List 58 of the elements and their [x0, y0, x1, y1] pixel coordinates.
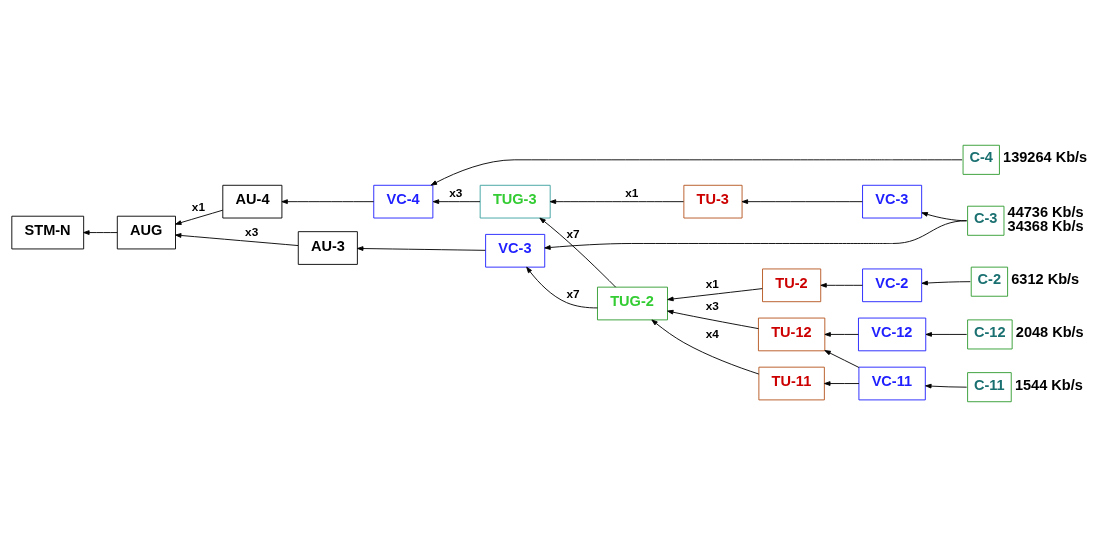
- arrow: [824, 350, 860, 368]
- arrow: [357, 246, 486, 251]
- node-box: C-2: [970, 266, 1009, 297]
- arrow: [430, 159, 963, 186]
- arrow: [925, 332, 968, 337]
- node-box: STM-N: [11, 215, 85, 250]
- arrow: [83, 230, 118, 235]
- node-box: VC-4: [373, 184, 434, 219]
- arrow: [432, 199, 481, 205]
- edge-label: x3: [705, 299, 719, 314]
- node-box: C-4: [962, 144, 1000, 175]
- edge-label: x3: [449, 186, 463, 201]
- arrow: [175, 209, 224, 225]
- edge-label: x7: [566, 227, 580, 242]
- arrow: [651, 319, 760, 375]
- node-box: VC-3: [485, 233, 546, 268]
- arrow: [824, 381, 860, 386]
- node-box: TU-11: [758, 366, 825, 401]
- node-box: TU-12: [757, 317, 826, 352]
- node-box: C-12: [967, 319, 1013, 350]
- arrow: [544, 220, 968, 250]
- node-box: AU-4: [222, 184, 283, 219]
- node-label: 6312 Kb/s: [1011, 271, 1080, 288]
- node-box: VC-11: [858, 366, 926, 401]
- node-box: TU-3: [683, 184, 743, 219]
- node-box: VC-3: [862, 184, 923, 219]
- node-box: VC-2: [862, 268, 923, 303]
- node-box: TU-2: [762, 268, 822, 303]
- node-box: C-11: [967, 372, 1012, 403]
- node-box: AU-3: [297, 231, 358, 265]
- arrow: [667, 309, 759, 330]
- arrow: [526, 266, 598, 309]
- arrow: [820, 282, 863, 288]
- edge-label: x1: [705, 276, 719, 291]
- node-label: 139264 Kb/s: [1003, 149, 1088, 166]
- arrow: [539, 217, 617, 288]
- node-label: 44736 Kb/s: [1007, 203, 1084, 220]
- node-label: 34368 Kb/s: [1007, 218, 1084, 235]
- arrow: [281, 199, 375, 205]
- node-label: 1544 Kb/s: [1014, 376, 1083, 393]
- arrow: [549, 199, 684, 205]
- node-label: 2048 Kb/s: [1015, 323, 1084, 340]
- node-box: C-3: [967, 205, 1005, 236]
- arrow: [741, 199, 863, 205]
- node-box: TUG-2: [597, 286, 668, 321]
- arrow: [175, 233, 299, 246]
- edge-label: x3: [245, 224, 259, 239]
- arrow: [667, 288, 763, 302]
- edge-label: x7: [566, 287, 580, 302]
- arrow: [824, 332, 859, 337]
- edge-label: x1: [191, 200, 206, 215]
- node-box: TUG-3: [479, 184, 551, 219]
- edge-label: x1: [625, 186, 639, 201]
- arrow: [925, 383, 968, 389]
- node-box: AUG: [116, 215, 176, 250]
- edge-label: x4: [705, 327, 719, 342]
- arrow: [921, 280, 971, 286]
- node-box: VC-12: [858, 317, 927, 352]
